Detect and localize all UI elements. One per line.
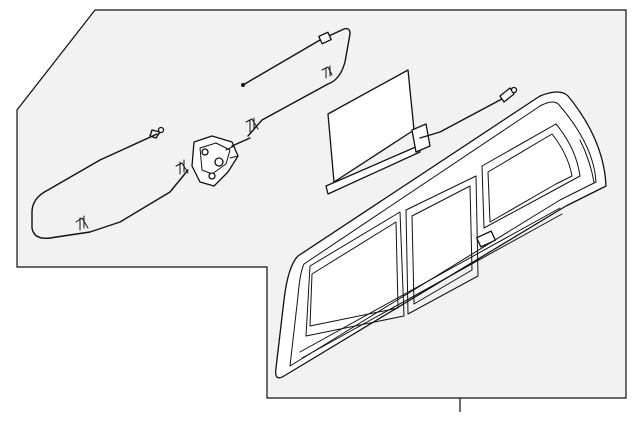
window-motor-regulator	[191, 135, 251, 187]
wiring-cable-upper	[241, 27, 351, 137]
sunshade-panel	[325, 69, 518, 195]
wiring-cable-lower	[31, 126, 189, 239]
panel-background	[16, 9, 627, 399]
back-glass-frame	[275, 91, 607, 379]
